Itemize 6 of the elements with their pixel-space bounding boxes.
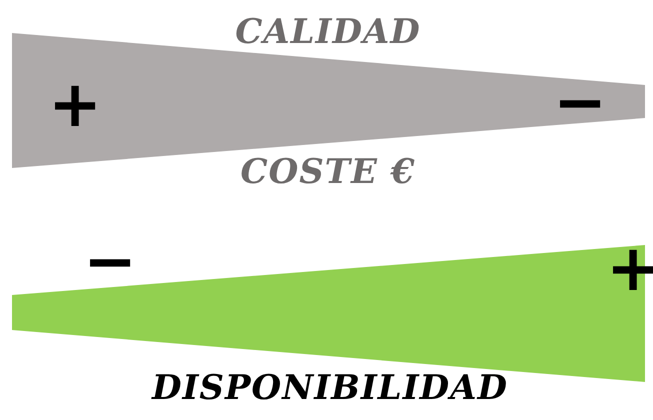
wedge-label: CALIDAD: [235, 15, 421, 49]
minus-sign: −: [83, 230, 137, 294]
minus-sign: −: [553, 71, 607, 135]
plus-sign: +: [48, 73, 102, 137]
wedge-label: DISPONIBILIDAD: [152, 371, 508, 405]
wedge-label: COSTE €: [240, 155, 416, 189]
